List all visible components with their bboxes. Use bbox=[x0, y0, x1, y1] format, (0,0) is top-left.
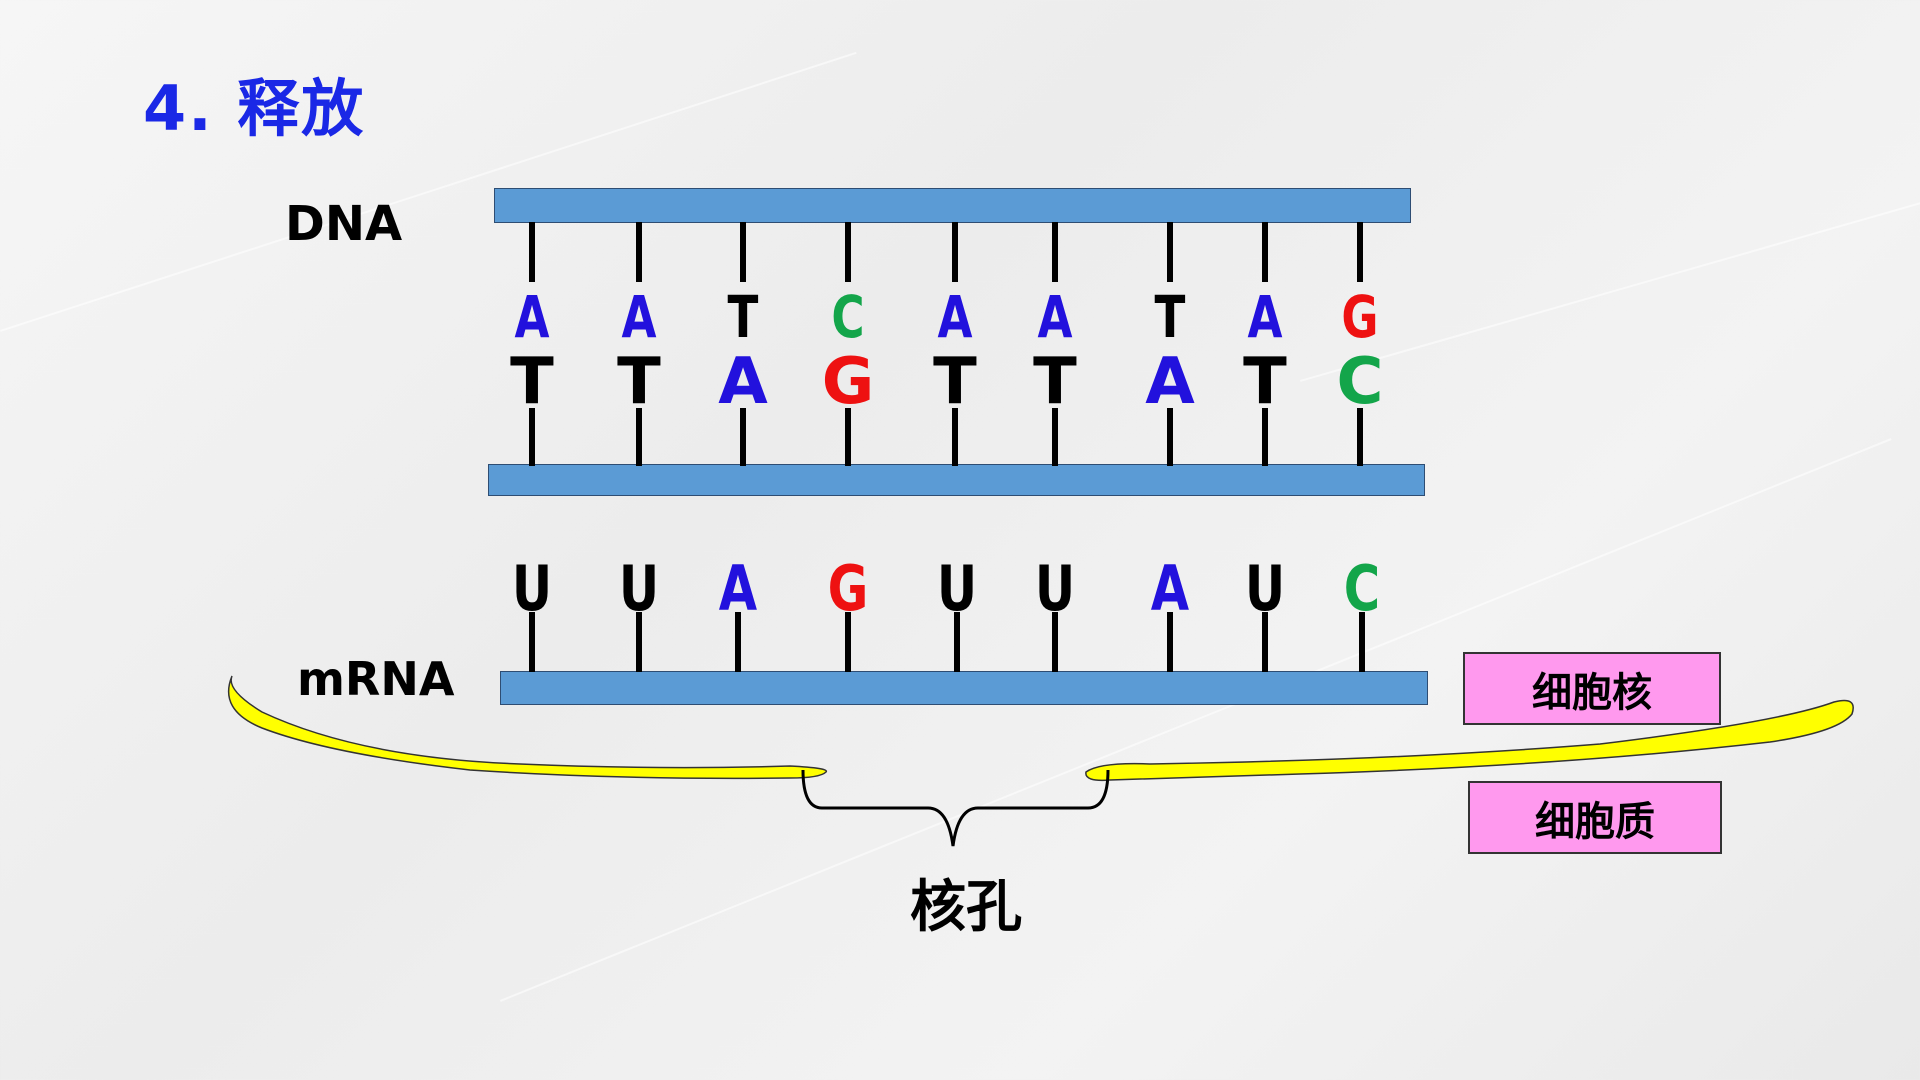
dna-top-bond bbox=[1357, 222, 1363, 282]
dna-bottom-bond bbox=[1167, 408, 1173, 466]
dna-top-base-a: A bbox=[514, 283, 550, 351]
slide-title: 4. 释放 bbox=[143, 72, 366, 145]
mrna-base-u: U bbox=[511, 552, 553, 625]
dna-top-base-a: A bbox=[937, 283, 973, 351]
dna-bottom-bond bbox=[952, 408, 958, 466]
dna-top-base-a: A bbox=[1247, 283, 1283, 351]
dna-bottom-base-t: T bbox=[1243, 345, 1287, 419]
dna-top-base-g: G bbox=[1341, 283, 1379, 351]
mrna-base-c: C bbox=[1343, 552, 1381, 625]
mrna-bond bbox=[735, 612, 741, 672]
dna-bottom-base-a: A bbox=[718, 345, 768, 419]
mrna-base-u: U bbox=[1034, 552, 1076, 625]
dna-bottom-base-t: T bbox=[933, 345, 977, 419]
mrna-bond bbox=[529, 612, 535, 672]
membrane-left bbox=[227, 675, 828, 780]
dna-bottom-bond bbox=[845, 408, 851, 466]
dna-bottom-base-g: G bbox=[821, 345, 875, 419]
dna-top-bond bbox=[740, 222, 746, 282]
dna-top-bond bbox=[1167, 222, 1173, 282]
mrna-bond bbox=[954, 612, 960, 672]
dna-top-base-t: T bbox=[1154, 283, 1186, 351]
mrna-bond bbox=[1359, 612, 1365, 672]
dna-top-base-a: A bbox=[1037, 283, 1073, 351]
dna-top-bond bbox=[1262, 222, 1268, 282]
dna-bottom-base-c: C bbox=[1336, 345, 1384, 419]
dna-bottom-base-t: T bbox=[617, 345, 661, 419]
mrna-base-u: U bbox=[936, 552, 978, 625]
mrna-base-u: U bbox=[618, 552, 660, 625]
mrna-bond bbox=[1052, 612, 1058, 672]
mrna-base-u: U bbox=[1244, 552, 1286, 625]
mrna-base-a: A bbox=[718, 552, 758, 625]
mrna-bond bbox=[636, 612, 642, 672]
dna-top-base-a: A bbox=[621, 283, 657, 351]
dna-top-base-c: C bbox=[831, 283, 865, 351]
dna-top-base-t: T bbox=[727, 283, 759, 351]
dna-top-bond bbox=[636, 222, 642, 282]
dna-label: DNA bbox=[285, 196, 403, 252]
membrane-right bbox=[1085, 699, 1854, 782]
mrna-backbone bbox=[500, 671, 1428, 705]
mrna-bond bbox=[845, 612, 851, 672]
dna-bottom-bond bbox=[529, 408, 535, 466]
mrna-label: mRNA bbox=[297, 652, 455, 706]
nucleus-label-box: 细胞核 bbox=[1463, 652, 1721, 725]
dna-bottom-bond bbox=[1052, 408, 1058, 466]
dna-top-bond bbox=[1052, 222, 1058, 282]
dna-bottom-base-t: T bbox=[1033, 345, 1077, 419]
cytoplasm-label-box: 细胞质 bbox=[1468, 781, 1722, 854]
dna-bottom-bond bbox=[636, 408, 642, 466]
mrna-bond bbox=[1262, 612, 1268, 672]
dna-top-bond bbox=[952, 222, 958, 282]
nuclear-pore-brace bbox=[801, 769, 1110, 847]
dna-bottom-base-t: T bbox=[510, 345, 554, 419]
dna-bottom-bond bbox=[1357, 408, 1363, 466]
dna-top-bond bbox=[845, 222, 851, 282]
dna-bottom-bond bbox=[1262, 408, 1268, 466]
mrna-bond bbox=[1167, 612, 1173, 672]
dna-top-bond bbox=[529, 222, 535, 282]
nuclear-pore-label: 核孔 bbox=[910, 875, 1022, 940]
dna-bottom-bond bbox=[740, 408, 746, 466]
mrna-base-a: A bbox=[1150, 552, 1190, 625]
dna-bottom-base-a: A bbox=[1145, 345, 1195, 419]
mrna-base-g: G bbox=[827, 552, 869, 625]
